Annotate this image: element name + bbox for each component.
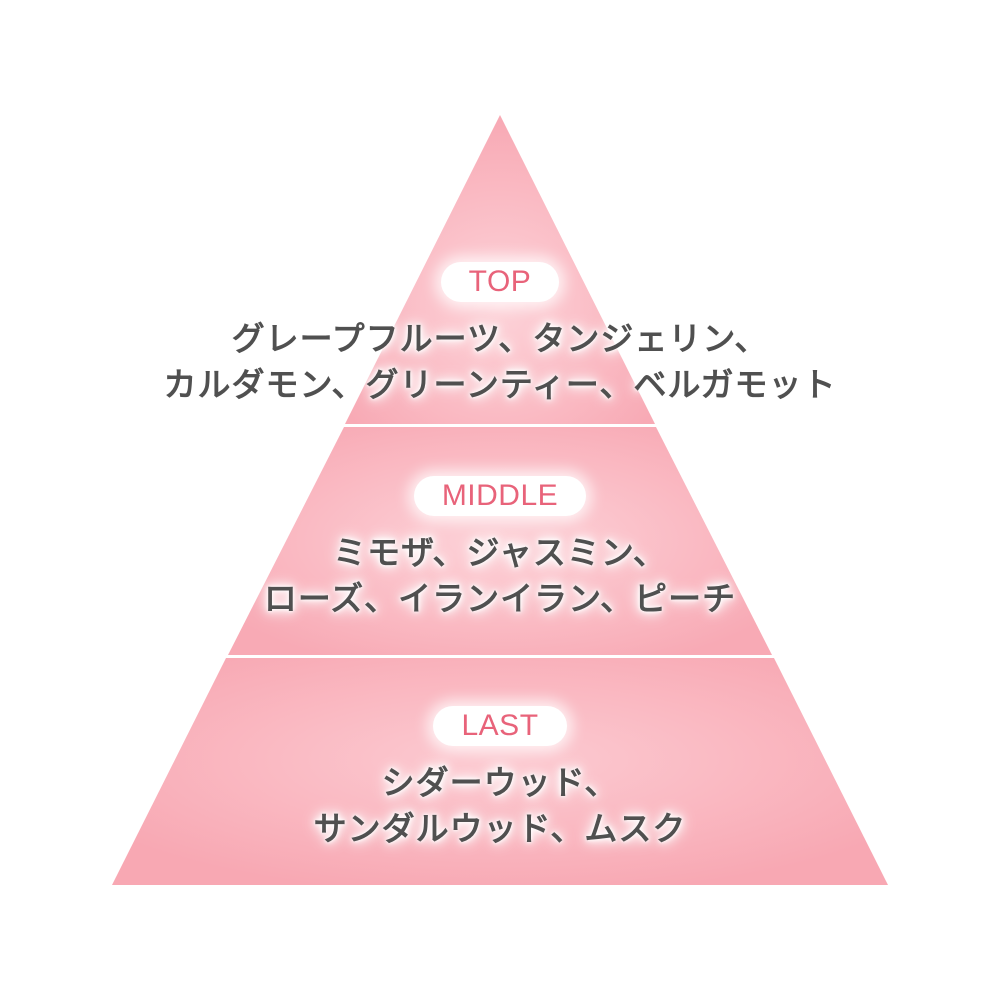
- tier-notes-top: グレープフルーツ、タンジェリン、 カルダモン、グリーンティー、ベルガモット: [163, 316, 836, 408]
- note-line: ミモザ、ジャスミン、: [333, 533, 667, 572]
- note-line: グレープフルーツ、タンジェリン、: [231, 319, 769, 358]
- note-line: サンダルウッド、ムスク: [313, 809, 687, 848]
- pyramid-tier-middle: [228, 427, 772, 655]
- tier-top: TOP グレープフルーツ、タンジェリン、 カルダモン、グリーンティー、ベルガモッ…: [0, 262, 1000, 408]
- pyramid-tier-last: [112, 658, 888, 885]
- note-line: シダーウッド、: [381, 763, 619, 802]
- tier-label-middle: MIDDLE: [413, 476, 587, 516]
- tier-notes-last: シダーウッド、 サンダルウッド、ムスク: [314, 760, 687, 852]
- tier-middle: MIDDLE ミモザ、ジャスミン、 ローズ、イランイラン、ピーチ: [0, 476, 1000, 622]
- tier-label-last: LAST: [433, 706, 567, 746]
- note-line: ローズ、イランイラン、ピーチ: [263, 579, 737, 618]
- tier-notes-middle: ミモザ、ジャスミン、 ローズ、イランイラン、ピーチ: [264, 530, 736, 622]
- note-line: カルダモン、グリーンティー、ベルガモット: [163, 365, 837, 404]
- tier-last: LAST シダーウッド、 サンダルウッド、ムスク: [0, 706, 1000, 852]
- tier-label-top: TOP: [440, 262, 560, 302]
